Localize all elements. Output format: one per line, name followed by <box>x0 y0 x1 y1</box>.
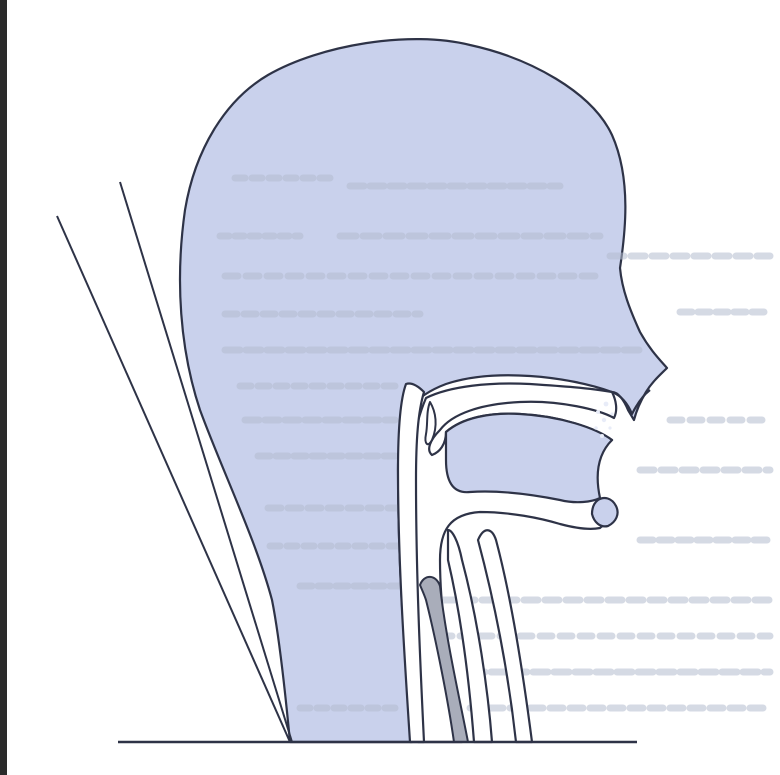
tongue <box>446 414 612 503</box>
lower-lip <box>592 498 618 526</box>
left-edge-strip <box>0 0 7 775</box>
